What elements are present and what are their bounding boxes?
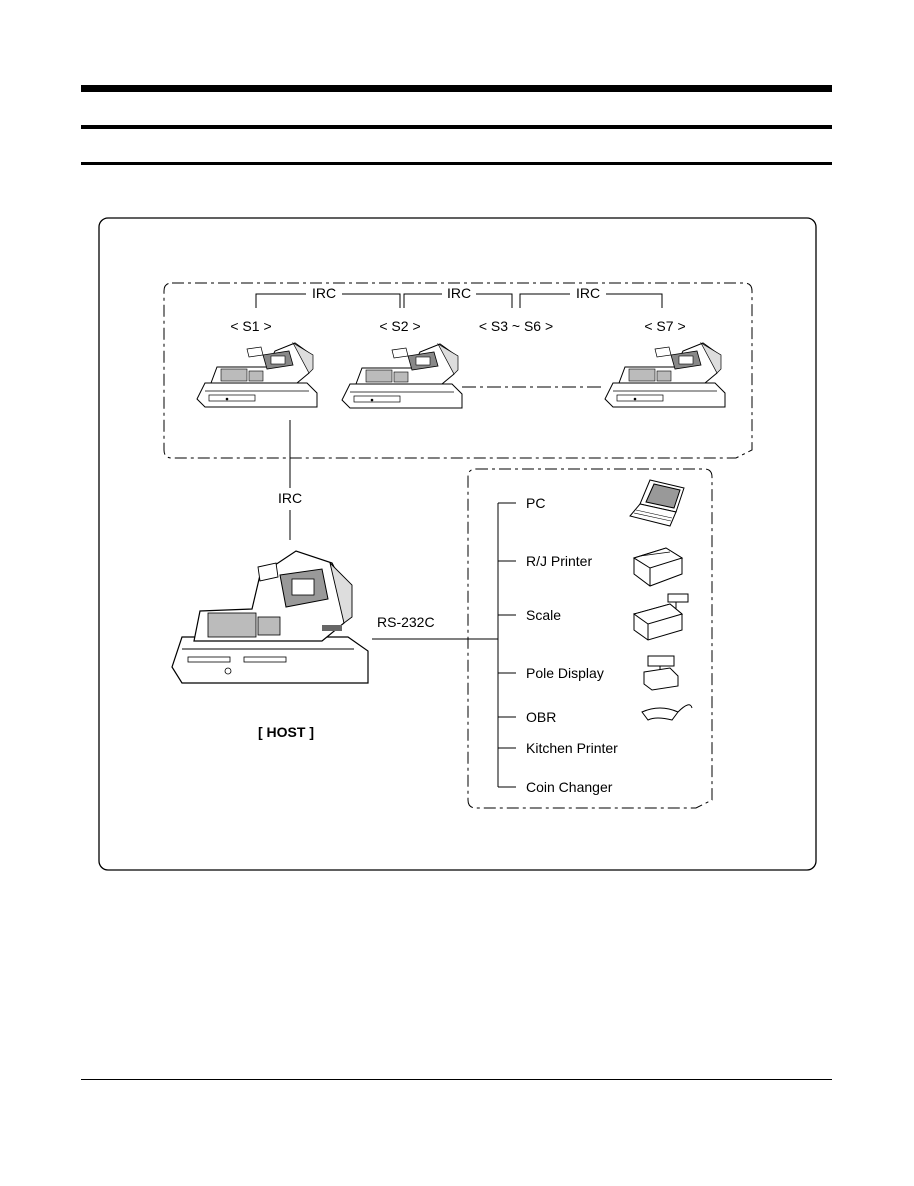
host-register	[171, 550, 369, 684]
peripheral-label-kitchen-printer: Kitchen Printer	[526, 740, 618, 756]
scale-icon	[632, 593, 689, 641]
satellite-group-boundary	[163, 282, 753, 459]
host-label: [ HOST ]	[258, 724, 314, 740]
register-s1	[196, 342, 318, 408]
peripheral-label-obr: OBR	[526, 709, 556, 725]
header-thin-rule	[81, 162, 832, 165]
irc-host-label: IRC	[278, 490, 302, 506]
diagram-frame	[98, 217, 817, 871]
rs232c-label: RS-232C	[377, 614, 435, 630]
peripheral-label-pole-display: Pole Display	[526, 665, 604, 681]
peripheral-label-rj-printer: R/J Printer	[526, 553, 592, 569]
irc-label-2: IRC	[447, 285, 471, 301]
header-medium-rule	[81, 125, 832, 129]
printer-icon	[632, 547, 684, 587]
register-s2	[341, 343, 463, 409]
laptop-icon	[629, 479, 685, 527]
irc-label-3: IRC	[576, 285, 600, 301]
register-s7	[604, 342, 726, 408]
station-label-s1: < S1 >	[230, 318, 271, 334]
station-label-s3-s6: < S3 ~ S6 >	[479, 318, 553, 334]
station-label-s7: < S7 >	[644, 318, 685, 334]
peripheral-label-scale: Scale	[526, 607, 561, 623]
peripheral-label-pc: PC	[526, 495, 545, 511]
irc-connections	[255, 293, 663, 308]
peripheral-label-coin-changer: Coin Changer	[526, 779, 613, 795]
station-label-s2: < S2 >	[379, 318, 420, 334]
footer-rule	[81, 1079, 832, 1080]
header-thick-rule	[81, 85, 832, 92]
barcode-scanner-icon	[641, 704, 693, 721]
pole-display-icon	[643, 655, 679, 691]
peripheral-group-boundary	[467, 468, 713, 809]
irc-label-1: IRC	[312, 285, 336, 301]
